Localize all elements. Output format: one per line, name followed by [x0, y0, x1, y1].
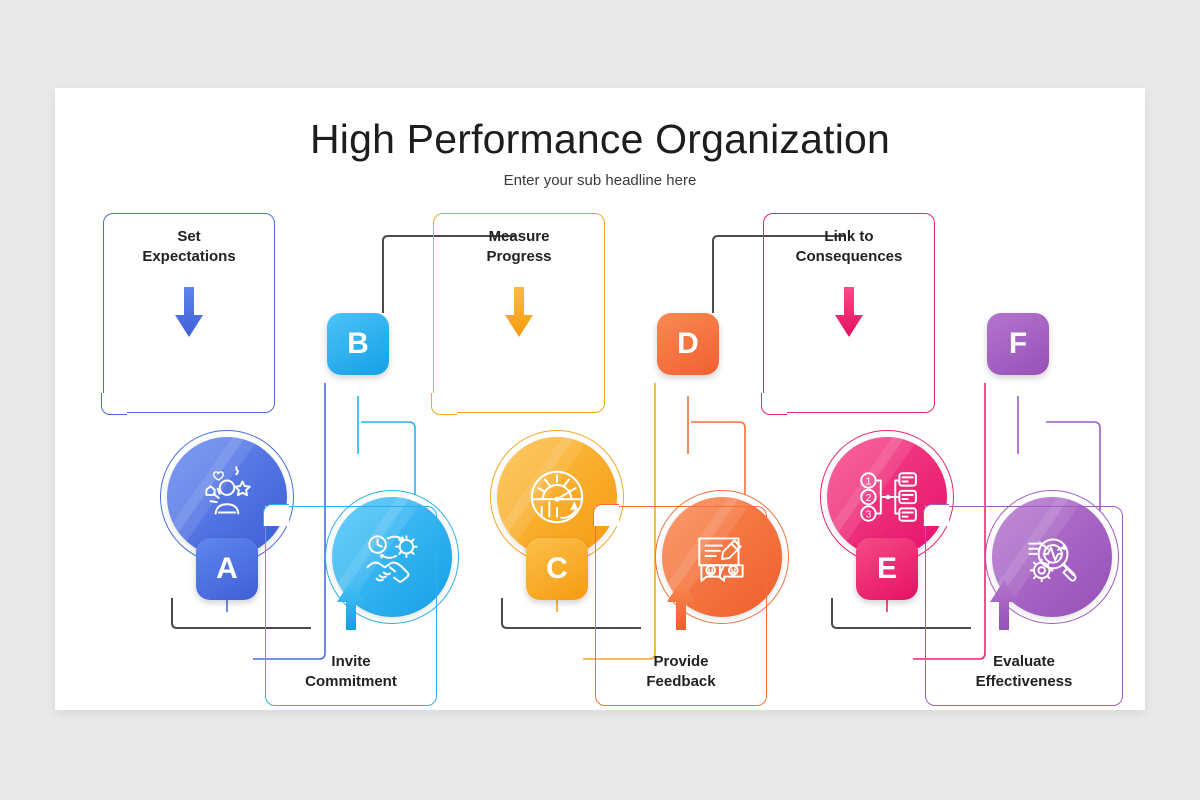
card-notch [593, 504, 620, 527]
down-arrow-icon [835, 287, 863, 337]
badge-a[interactable]: A [196, 538, 258, 600]
numbered-list-icon: 1 2 3 [860, 472, 917, 522]
page-title: High Performance Organization [309, 116, 891, 162]
card-tail-c [583, 383, 656, 660]
badge-e[interactable]: E [856, 538, 918, 600]
down-arrow-icon [175, 287, 203, 337]
card-tail-f [1046, 421, 1101, 564]
card-label-line2: Effectiveness [975, 673, 1073, 691]
up-arrow-icon [337, 580, 365, 630]
badge-c[interactable]: C [526, 538, 588, 600]
card-set-expectations[interactable]: Set Expectations [101, 213, 275, 415]
person-expectations-icon [205, 466, 251, 515]
card-tail-b [361, 421, 416, 564]
svg-text:1: 1 [866, 477, 872, 488]
card-label: Set Expectations [103, 227, 275, 267]
slide-surface: High Performance Organization Enter your… [55, 88, 1145, 710]
connector-c-to-d [501, 598, 641, 629]
card-label-line2: Expectations [142, 247, 236, 265]
circle-inner [497, 437, 617, 557]
arrow-circle-to-badge-b [357, 396, 359, 454]
card-label-line1: Set [177, 228, 201, 245]
card-label-line1: Link to [824, 228, 874, 245]
card-label: Link to Consequences [763, 227, 935, 267]
magnifier-gear-analytics-icon [1028, 538, 1077, 583]
card-tail-a [253, 383, 326, 660]
svg-text:2: 2 [866, 493, 872, 504]
card-evaluate-effectiveness[interactable]: Evaluate Effectiveness [923, 504, 1123, 706]
badge-d[interactable]: D [657, 313, 719, 375]
card-invite-commitment[interactable]: Invite Commitment [263, 504, 437, 706]
card-label: Invite Commitment [265, 652, 437, 692]
card-label-line2: Consequences [795, 247, 903, 265]
card-measure-progress[interactable]: Measure Progress [431, 213, 605, 415]
card-notch [761, 392, 788, 415]
arrow-circle-to-badge-f [1017, 396, 1019, 454]
card-label-line1: Measure [488, 228, 550, 245]
card-outline [265, 506, 437, 706]
up-arrow-icon [667, 580, 695, 630]
up-arrow-icon [990, 580, 1018, 630]
card-outline [595, 506, 767, 706]
card-outline [103, 213, 275, 413]
card-link-to-consequences[interactable]: Link to Consequences [761, 213, 935, 415]
connector-e-to-f [831, 598, 971, 629]
card-outline [763, 213, 935, 413]
card-outline [433, 213, 605, 413]
circle-icon-link-to-consequences[interactable]: 1 2 3 [820, 430, 954, 564]
card-label: Evaluate Effectiveness [925, 652, 1123, 692]
connector-b-to-c [382, 235, 515, 313]
badge-b[interactable]: B [327, 313, 389, 375]
circle-inner: 1 2 3 [827, 437, 947, 557]
card-outline [925, 506, 1123, 706]
card-label-line2: Progress [486, 247, 552, 265]
feedback-form-icon [698, 537, 744, 582]
card-tail-e [913, 383, 986, 660]
card-notch [923, 504, 950, 527]
card-label: Measure Progress [433, 227, 605, 267]
card-notch [263, 504, 290, 527]
connector-a-to-b [171, 598, 311, 629]
card-label-line2: Feedback [646, 673, 716, 691]
page-subtitle: Enter your sub headline here [503, 172, 697, 189]
arrow-circle-to-badge-d [687, 396, 689, 454]
card-label-line1: Provide [653, 653, 709, 671]
card-provide-feedback[interactable]: Provide Feedback [593, 504, 767, 706]
card-label: Provide Feedback [595, 652, 767, 692]
svg-text:3: 3 [866, 510, 872, 521]
down-arrow-icon [505, 287, 533, 337]
card-tail-d [691, 421, 746, 564]
card-label-line1: Invite [331, 653, 371, 671]
card-notch [431, 392, 458, 415]
badge-f[interactable]: F [987, 313, 1049, 375]
card-notch [101, 392, 128, 415]
card-label-line1: Evaluate [993, 653, 1055, 671]
handshake-gear-clock-icon [366, 535, 418, 583]
circle-icon-measure-progress[interactable] [490, 430, 624, 564]
card-label-line2: Commitment [305, 673, 397, 691]
circle-icon-set-expectations[interactable] [160, 430, 294, 564]
gauge-chart-icon [530, 470, 584, 524]
connector-d-to-e [712, 235, 845, 313]
circle-inner [167, 437, 287, 557]
